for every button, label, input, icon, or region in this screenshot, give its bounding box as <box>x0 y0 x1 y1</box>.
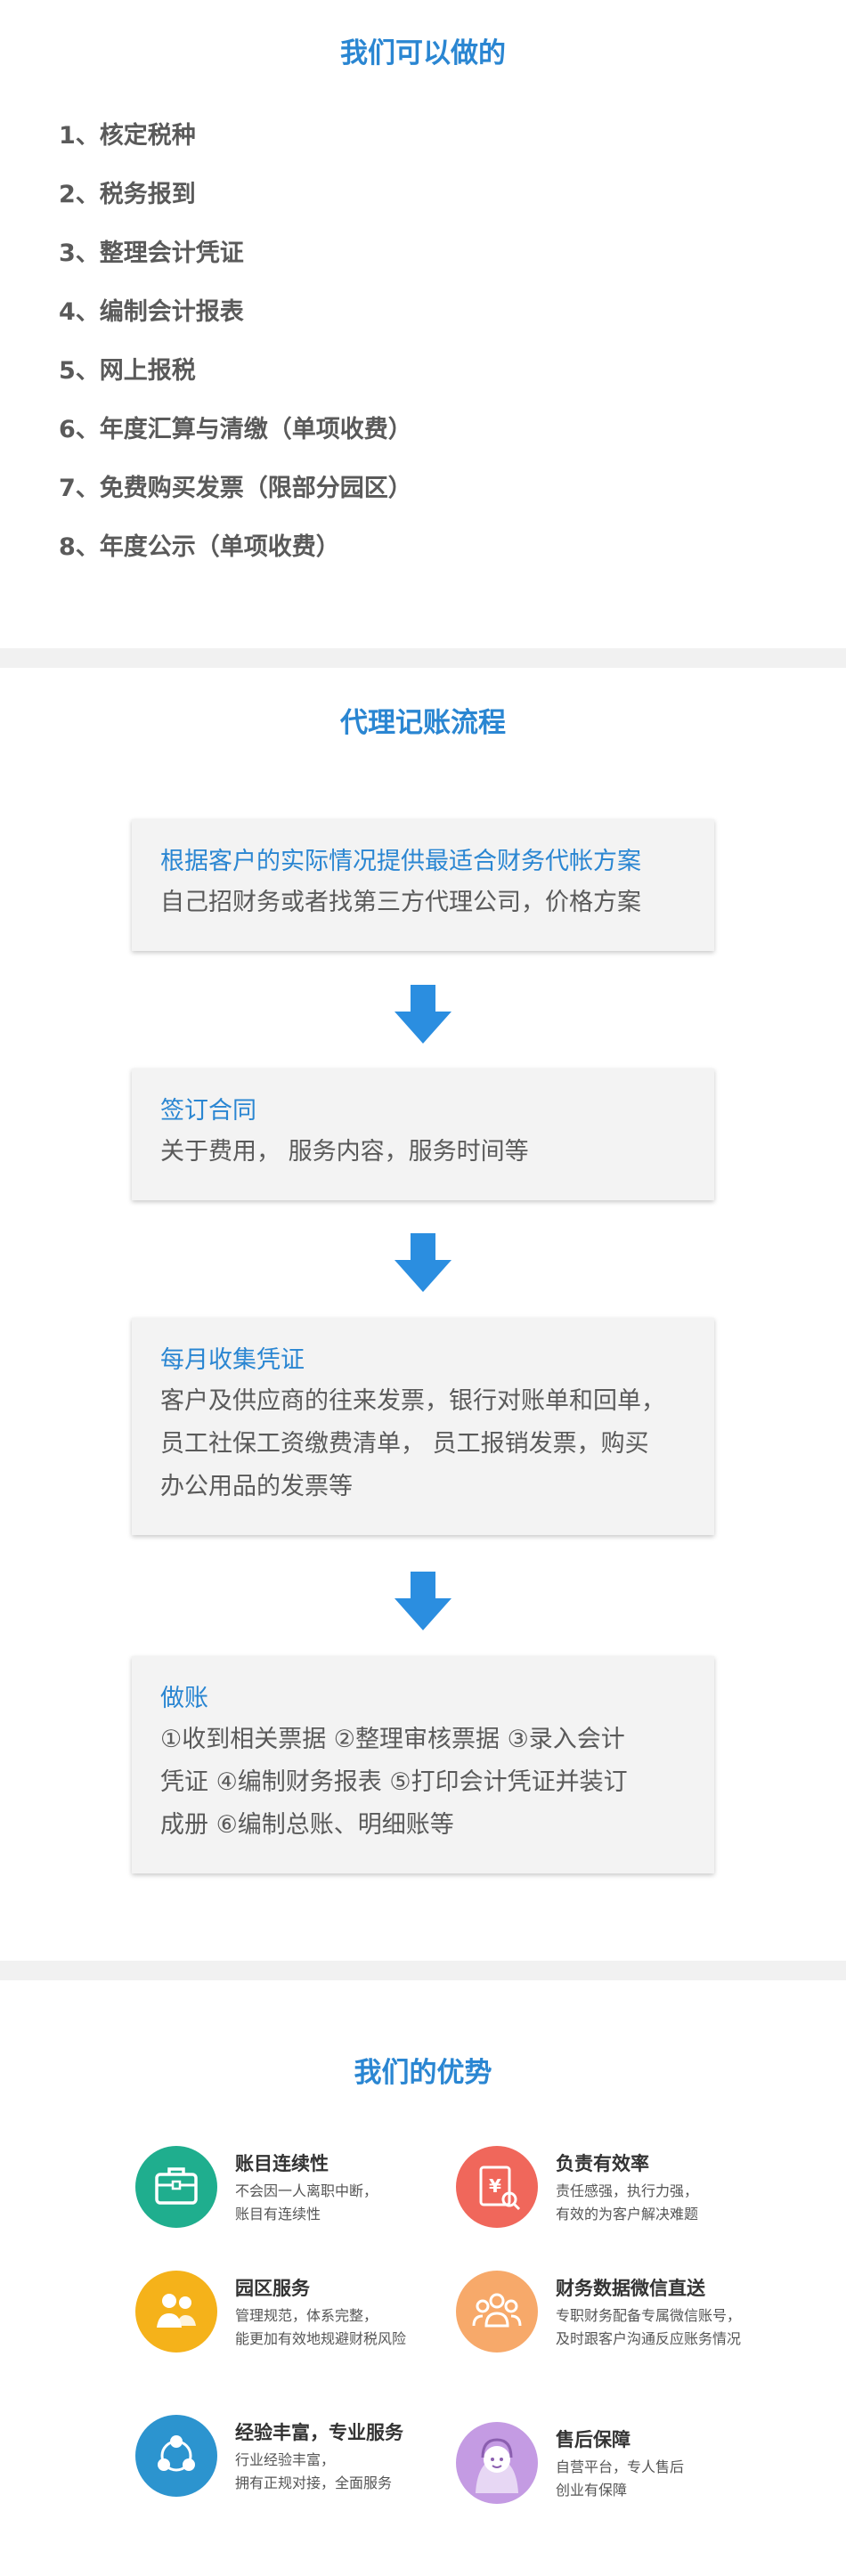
step-heading: 根据客户的实际情况提供最适合财务代帐方案 <box>160 848 641 875</box>
advantage-item: ¥ 负责有效率 责任感强，执行力强， 有效的为客户解决难题 <box>456 2146 785 2231</box>
step-description-line: 成册 ⑥编制总账、明细账等 <box>160 1811 454 1839</box>
advantage-item: 经验丰富，专业服务 行业经验丰富， 拥有正规对接，全面服务 <box>135 2415 465 2500</box>
advantage-title: 财务数据微信直送 <box>556 2278 705 2299</box>
advantage-title: 账目连续性 <box>235 2153 329 2174</box>
step-description-line: 客户及供应商的往来发票，银行对账单和回单， <box>160 1387 665 1415</box>
advantage-description: 自营平台，专人售后 创业有保障 <box>556 2456 684 2502</box>
arrow-down-icon <box>395 985 451 1044</box>
step-description: 自己招财务或者找第三方代理公司，价格方案 <box>160 889 641 916</box>
step-description: 关于费用， 服务内容，服务时间等 <box>160 1138 529 1166</box>
list-item: 5、网上报税 <box>59 357 196 385</box>
step-description-line: 员工社保工资缴费清单， 员工报销发票，购买 <box>160 1430 649 1458</box>
advantage-title: 经验丰富，专业服务 <box>235 2422 403 2443</box>
team-icon <box>456 2271 538 2353</box>
process-step-2: 签订合同 关于费用， 服务内容，服务时间等 <box>132 1069 714 1200</box>
advantage-item: 账目连续性 不会因一人离职中断， 账目有连续性 <box>135 2146 465 2231</box>
support-agent-icon <box>456 2422 538 2504</box>
description-line: 责任感强，执行力强， <box>556 2182 699 2199</box>
advantage-description: 行业经验丰富， 拥有正规对接，全面服务 <box>235 2449 392 2495</box>
process-title: 代理记账流程 <box>340 707 506 739</box>
description-line: 账目有连续性 <box>235 2206 321 2223</box>
network-icon <box>135 2415 217 2497</box>
description-line: 行业经验丰富， <box>235 2451 336 2468</box>
description-line: 能更加有效地规避财税风险 <box>235 2330 407 2347</box>
services-list: 1、核定税种 2、税务报到 3、整理会计凭证 4、编制会计报表 5、网上报税 6… <box>59 112 412 582</box>
process-step-4: 做账 ①收到相关票据 ②整理审核票据 ③录入会计 凭证 ④编制财务报表 ⑤打印会… <box>132 1656 714 1873</box>
description-line: 专职财务配备专属微信账号， <box>556 2307 742 2324</box>
advantage-item: 售后保障 自营平台，专人售后 创业有保障 <box>456 2422 785 2507</box>
advantage-description: 不会因一人离职中断， 账目有连续性 <box>235 2180 378 2226</box>
advantage-title: 负责有效率 <box>556 2153 649 2174</box>
process-step-3: 每月收集凭证 客户及供应商的往来发票，银行对账单和回单， 员工社保工资缴费清单，… <box>132 1318 714 1535</box>
description-line: 自营平台，专人售后 <box>556 2458 685 2475</box>
advantage-title: 售后保障 <box>556 2429 630 2450</box>
description-line: 及时跟客户沟通反应账务情况 <box>556 2330 742 2347</box>
description-line: 不会因一人离职中断， <box>235 2182 378 2199</box>
advantage-description: 责任感强，执行力强， 有效的为客户解决难题 <box>556 2180 698 2226</box>
step-description-line: ①收到相关票据 ②整理审核票据 ③录入会计 <box>160 1726 625 1753</box>
list-item: 6、年度汇算与清缴（单项收费） <box>59 416 412 443</box>
step-heading: 做账 <box>160 1685 208 1712</box>
step-heading: 每月收集凭证 <box>160 1346 305 1374</box>
step-description-line: 凭证 ④编制财务报表 ⑤打印会计凭证并装订 <box>160 1768 628 1796</box>
step-description-line: 办公用品的发票等 <box>160 1473 353 1500</box>
list-item: 3、整理会计凭证 <box>59 240 244 267</box>
description-line: 管理规范，体系完整， <box>235 2307 378 2324</box>
list-item: 2、税务报到 <box>59 181 196 208</box>
section-divider <box>0 648 846 668</box>
description-line: 拥有正规对接，全面服务 <box>235 2474 393 2491</box>
list-item: 1、核定税种 <box>59 122 196 150</box>
list-item: 4、编制会计报表 <box>59 298 244 326</box>
step-heading: 签订合同 <box>160 1097 256 1125</box>
advantage-title: 园区服务 <box>235 2278 310 2299</box>
advantage-description: 专职财务配备专属微信账号， 及时跟客户沟通反应账务情况 <box>556 2304 741 2351</box>
section-divider <box>0 1961 846 1980</box>
services-section: 我们可以做的 1、核定税种 2、税务报到 3、整理会计凭证 4、编制会计报表 5… <box>0 0 846 648</box>
briefcase-icon <box>135 2146 217 2228</box>
list-item: 8、年度公示（单项收费） <box>59 533 340 561</box>
description-line: 有效的为客户解决难题 <box>556 2206 699 2223</box>
description-line: 创业有保障 <box>556 2482 628 2499</box>
process-step-1: 根据客户的实际情况提供最适合财务代帐方案 自己招财务或者找第三方代理公司，价格方… <box>132 819 714 951</box>
svg-text:¥: ¥ <box>489 2175 501 2197</box>
arrow-down-icon <box>395 1233 451 1292</box>
services-title: 我们可以做的 <box>340 37 506 69</box>
list-item: 7、免费购买发票（限部分园区） <box>59 475 412 502</box>
money-document-icon: ¥ <box>456 2146 538 2228</box>
advantage-description: 管理规范，体系完整， 能更加有效地规避财税风险 <box>235 2304 406 2351</box>
arrow-down-icon <box>395 1572 451 1630</box>
advantage-item: 园区服务 管理规范，体系完整， 能更加有效地规避财税风险 <box>135 2271 465 2356</box>
advantage-item: 财务数据微信直送 专职财务配备专属微信账号， 及时跟客户沟通反应账务情况 <box>456 2271 785 2356</box>
advantages-title: 我们的优势 <box>354 2057 492 2089</box>
handshake-icon <box>135 2271 217 2353</box>
